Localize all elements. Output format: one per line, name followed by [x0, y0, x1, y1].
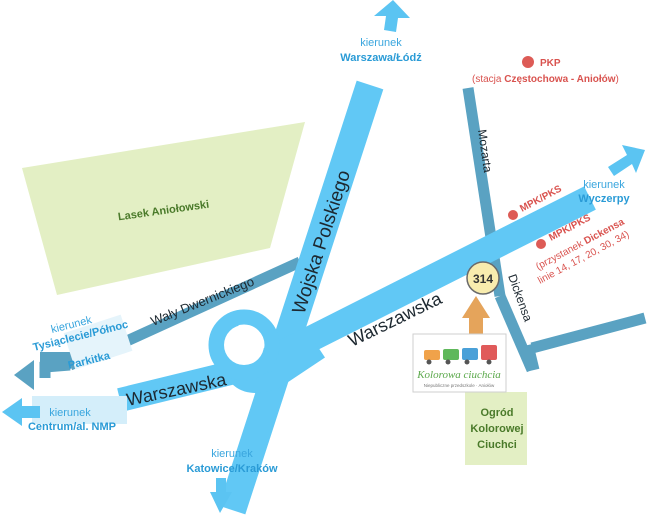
dir-south-name: Katowice/Kraków — [186, 463, 278, 475]
logo-wheel-2 — [445, 359, 451, 365]
poi-mpk2-dot — [536, 239, 546, 249]
dir-west-lower-prefix: kierunek — [49, 407, 91, 419]
house-number-marker — [466, 261, 500, 295]
logo-wheel-3 — [464, 359, 470, 365]
park-lasek-aniolowski — [22, 122, 305, 295]
dir-north-name: Warszawa/Łódź — [340, 52, 422, 64]
arrow-south — [210, 478, 232, 513]
logo-train-car-3 — [462, 348, 478, 360]
roundabout-island — [224, 325, 264, 365]
poi-mpk1-dot — [508, 210, 518, 220]
road-centrum-stub — [32, 396, 127, 424]
logo-wheel-1 — [426, 359, 432, 365]
poi-pkp-subtitle: (stacja Częstochowa - Aniołów) — [472, 74, 619, 85]
poi-pkp-sub-bold: Częstochowa - Aniołów — [504, 74, 616, 85]
logo-train-car-2 — [443, 349, 459, 360]
dir-north-prefix: kierunek — [360, 37, 402, 49]
arrow-to-marker — [462, 296, 490, 338]
area-label-ogrod-3: Ciuchci — [477, 439, 517, 451]
house-number: 314 — [473, 272, 493, 286]
poi-pkp-sub-suffix: ) — [616, 74, 619, 85]
road-mozarta — [462, 87, 506, 297]
area-label-ogrod-1: Ogród — [481, 407, 514, 419]
arrow-north — [374, 0, 410, 32]
poi-pkp-title: PKP — [540, 58, 561, 69]
arrow-west-upper — [14, 360, 34, 390]
logo-text: Kolorowa ciuchcia — [416, 369, 501, 381]
dir-east-name: Wyczerpy — [578, 193, 630, 205]
logo-train-engine — [481, 345, 497, 360]
road-east-branch — [530, 312, 647, 354]
logo-kolorowa-ciuchcia[interactable]: Kolorowa ciuchcia Niepubliczne przedszko… — [412, 333, 507, 393]
arrow-west-lower — [2, 398, 40, 426]
road-warszawska-east — [249, 186, 596, 379]
dir-west-lower-name: Centrum/al. NMP — [28, 421, 116, 433]
dir-east-prefix: kierunek — [583, 179, 625, 191]
logo-tagline: Niepubliczne przedszkole · Aniołów — [424, 383, 495, 388]
area-label-ogrod-2: Kolorowej — [470, 423, 523, 435]
arrow-east — [608, 145, 645, 176]
road-wojska-polskiego — [218, 80, 384, 515]
poi-pkp-dot — [522, 56, 534, 68]
road-tysiaclecie-stub — [63, 314, 133, 370]
road-dickensa-junction — [522, 343, 540, 372]
park-ogrod — [465, 392, 527, 465]
dir-south-prefix: kierunek — [211, 448, 253, 460]
logo-train-car-1 — [424, 350, 440, 360]
roundabout-ring — [208, 309, 280, 381]
poi-pkp-sub-prefix: (stacja — [472, 74, 504, 85]
logo-wheel-4 — [486, 359, 492, 365]
label-mozarta: Mozarta — [475, 128, 495, 173]
